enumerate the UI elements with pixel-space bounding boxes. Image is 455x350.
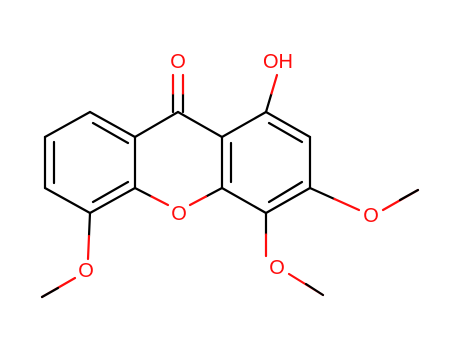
bond-c6-c5 xyxy=(43,186,92,215)
bond-c8-c7 xyxy=(43,110,92,139)
double-c1-c2-inner xyxy=(267,121,304,144)
bond-c4a-o10-c xyxy=(204,186,224,198)
bond-c4-c4a xyxy=(220,186,268,215)
methoxy-oxygen-3-label: O xyxy=(363,205,379,227)
bond-c3-c4 xyxy=(264,186,312,215)
double-c3-c4-inner xyxy=(267,180,304,204)
bond-c9-c9a xyxy=(176,110,224,139)
ring-oxygen-label: O xyxy=(171,203,187,225)
bond-c5-o-c xyxy=(87,211,92,238)
double-c5-c4b-inner xyxy=(91,180,130,204)
bond-c1-oh-c xyxy=(264,92,273,114)
bond-c8a-c8 xyxy=(88,110,137,139)
bond-o-ch3-5-c xyxy=(40,286,60,299)
double-c8-c8a-inner xyxy=(91,121,130,145)
bond-c1-c2 xyxy=(264,110,312,139)
bond-o-ch3-3-c xyxy=(398,188,420,202)
atom-label-layer: O OH O O O O xyxy=(78,51,379,282)
bond-c8a-c9 xyxy=(133,110,180,139)
bond-c3-o-c xyxy=(308,186,336,201)
bond-o-ch3-4-c xyxy=(304,282,325,297)
bond-c9a-c1 xyxy=(220,110,268,139)
methoxy-oxygen-4-label: O xyxy=(269,257,285,279)
bond-layer xyxy=(40,73,420,299)
bond-c4a-o10-o xyxy=(188,195,208,207)
bond-c5-o-o xyxy=(86,234,91,261)
carbonyl-oxygen-label: O xyxy=(170,51,186,73)
bond-c5-c4b xyxy=(88,186,137,215)
bond-c4b-o10-c xyxy=(133,186,153,198)
bond-c1-oh-o xyxy=(270,73,279,95)
bond-c4b-o10-o xyxy=(150,195,170,207)
hydroxyl-label: OH xyxy=(263,51,293,73)
methoxy-oxygen-5-label: O xyxy=(78,260,94,282)
bond-c3-o-o xyxy=(333,197,361,212)
